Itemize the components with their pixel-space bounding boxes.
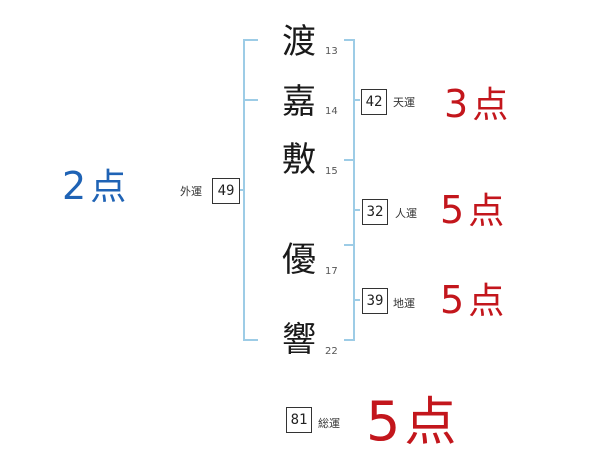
- heaven-bracket: [344, 39, 360, 161]
- name-char-3: 敷: [282, 140, 316, 180]
- stroke-count-2: 14: [325, 106, 338, 117]
- tenun-value-box: 42: [361, 89, 387, 115]
- name-char-4: 優: [282, 240, 316, 280]
- souun-value-box: 81: [286, 407, 312, 433]
- gaiun-score-unit: 点: [90, 167, 127, 208]
- gaiun-label: 外運: [180, 185, 202, 198]
- stroke-count-4: 17: [325, 266, 338, 277]
- souun-score-number: 5: [366, 390, 401, 453]
- name-char-5: 響: [282, 320, 316, 360]
- souun-score: 5点: [366, 380, 456, 455]
- jinun-score-unit: 点: [468, 191, 505, 232]
- chiun-score-unit: 点: [468, 281, 505, 322]
- jinun-value-box: 32: [362, 199, 388, 225]
- stroke-count-5: 22: [325, 346, 338, 357]
- jinun-score-number: 5: [440, 188, 465, 232]
- souun-label: 総運: [318, 417, 340, 430]
- gaiun-score-number: 2: [62, 164, 87, 208]
- chiun-score-number: 5: [440, 278, 465, 322]
- tenun-label: 天運: [393, 96, 415, 109]
- name-char-2: 嘉: [282, 82, 316, 122]
- souun-score-unit: 点: [404, 393, 457, 453]
- earth-bracket: [344, 244, 360, 341]
- person-bracket: [344, 159, 360, 246]
- tenun-score-number: 3: [444, 82, 469, 126]
- jinun-label: 人運: [395, 207, 417, 220]
- gaiun-value-box: 49: [212, 178, 240, 204]
- chiun-label: 地運: [393, 297, 415, 310]
- stroke-count-1: 13: [325, 46, 338, 57]
- tenun-score-unit: 点: [472, 85, 509, 126]
- name-char-1: 渡: [282, 22, 316, 62]
- chiun-value-box: 39: [362, 288, 388, 314]
- stroke-count-3: 15: [325, 166, 338, 177]
